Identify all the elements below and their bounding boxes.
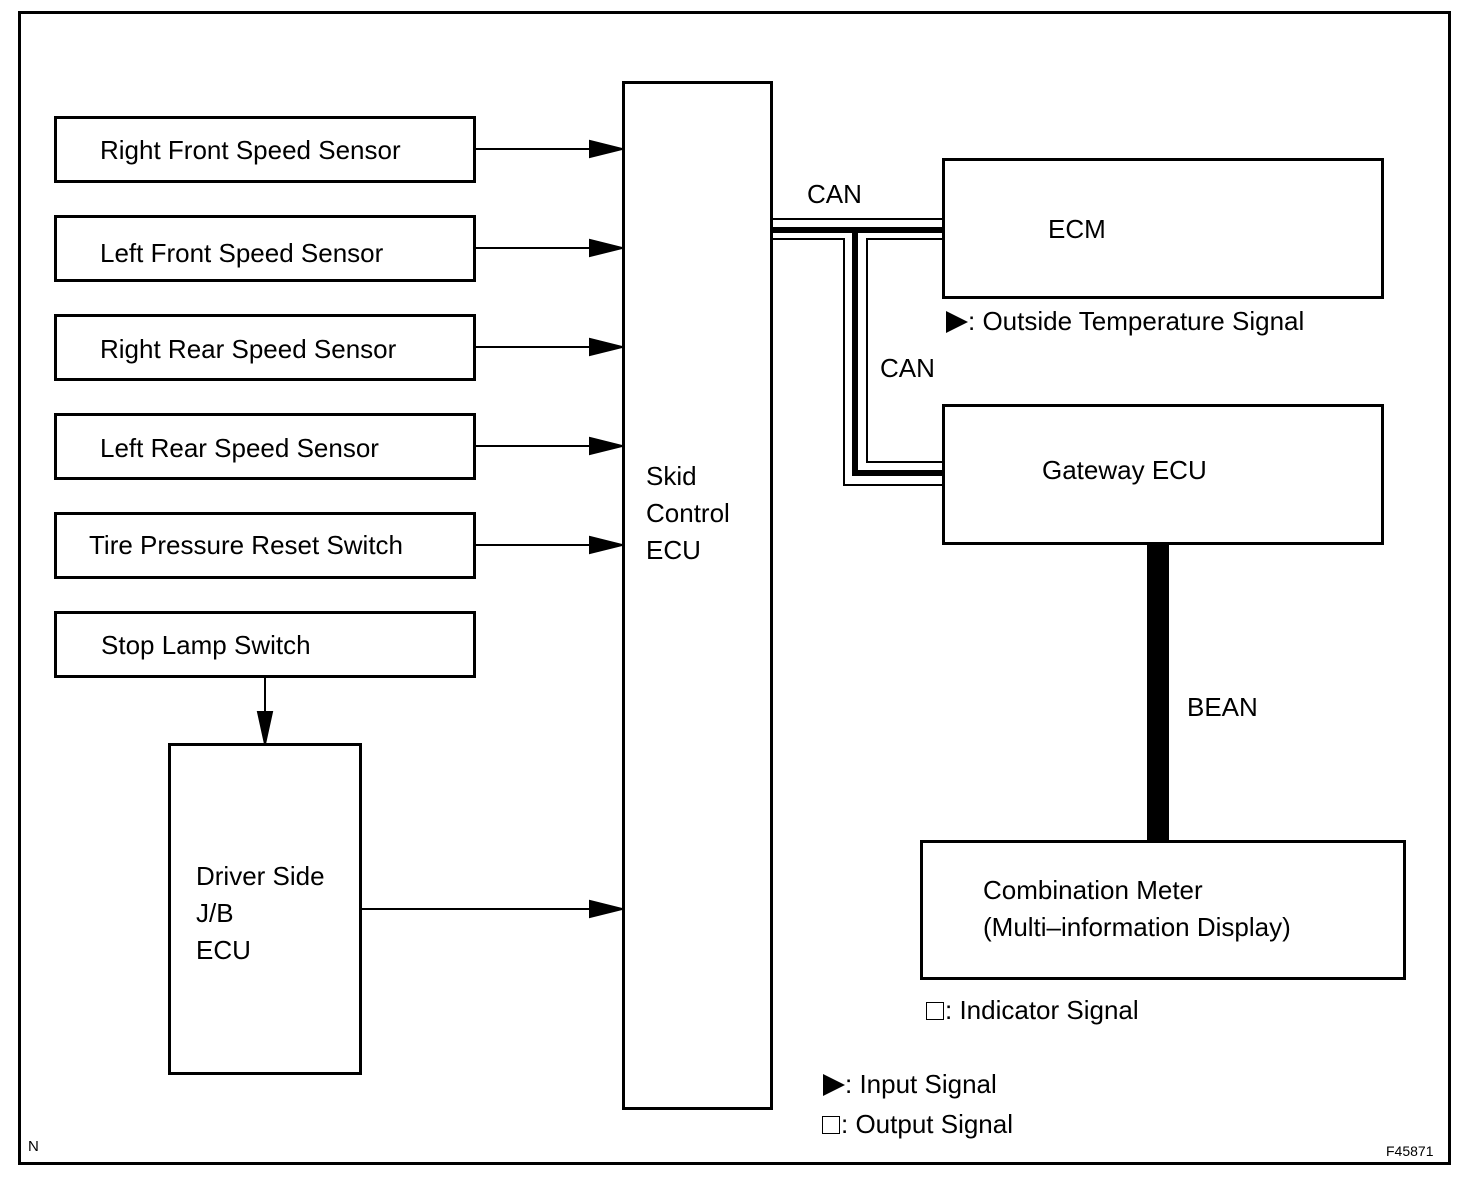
jb-ecu-line-1: Driver Side bbox=[196, 861, 325, 891]
combination-meter-box: Combination Meter (Multi–information Dis… bbox=[920, 840, 1406, 980]
tire-pressure-reset-switch-label: Tire Pressure Reset Switch bbox=[89, 530, 404, 560]
corner-mark: N bbox=[28, 1138, 39, 1155]
right-front-speed-sensor-box: Right Front Speed Sensor bbox=[54, 116, 476, 183]
combination-meter-line-1: Combination Meter bbox=[983, 875, 1203, 905]
stop-lamp-switch-box: Stop Lamp Switch bbox=[54, 611, 476, 678]
skid-ecu-line-2: Control bbox=[646, 498, 730, 528]
arrowhead-lf bbox=[589, 238, 623, 258]
outer-frame bbox=[18, 11, 1451, 1165]
gateway-ecu-box: Gateway ECU bbox=[942, 404, 1384, 545]
jb-ecu-line-3: ECU bbox=[196, 935, 251, 965]
combination-meter-line-2: (Multi–information Display) bbox=[983, 912, 1291, 942]
ecm-output-signal-note: : Outside Temperature Signal bbox=[946, 303, 1304, 340]
ecm-box: ECM bbox=[942, 158, 1384, 299]
bean-bus bbox=[1147, 543, 1169, 841]
input-signal-triangle-icon bbox=[823, 1074, 845, 1096]
arrowhead-jb bbox=[589, 899, 623, 919]
skid-ecu-line-3: ECU bbox=[646, 535, 701, 565]
skid-ecu-line-1: Skid bbox=[646, 461, 697, 491]
indicator-signal-note: : Indicator Signal bbox=[926, 992, 1139, 1029]
input-arrows bbox=[256, 139, 623, 919]
bean-bus-label: BEAN bbox=[1187, 692, 1258, 722]
left-front-speed-sensor-label: Left Front Speed Sensor bbox=[100, 238, 384, 268]
output-signal-square-icon bbox=[926, 1002, 944, 1020]
tire-pressure-reset-switch-box: Tire Pressure Reset Switch bbox=[54, 512, 476, 579]
right-front-speed-sensor-label: Right Front Speed Sensor bbox=[100, 135, 401, 165]
driver-side-jb-ecu-box: Driver Side J/B ECU bbox=[168, 743, 362, 1075]
jb-ecu-line-2: J/B bbox=[196, 898, 234, 928]
legend-output-signal: : Output Signal bbox=[822, 1106, 1013, 1143]
legend-input-text: : Input Signal bbox=[845, 1069, 997, 1099]
can-bus-label-top: CAN bbox=[807, 179, 862, 209]
outside-temperature-signal-text: : Outside Temperature Signal bbox=[968, 306, 1305, 336]
left-rear-speed-sensor-box: Left Rear Speed Sensor bbox=[54, 413, 476, 480]
ecm-label: ECM bbox=[1048, 214, 1106, 244]
arrowhead-rf bbox=[589, 139, 623, 159]
left-front-speed-sensor-box: Left Front Speed Sensor bbox=[54, 215, 476, 282]
right-rear-speed-sensor-label: Right Rear Speed Sensor bbox=[100, 334, 397, 364]
can-bus-label-middle: CAN bbox=[880, 353, 935, 383]
legend-output-text: : Output Signal bbox=[841, 1109, 1013, 1139]
arrowhead-tp bbox=[589, 535, 623, 555]
figure-id: F45871 bbox=[1386, 1143, 1434, 1159]
arrowhead-lr bbox=[589, 436, 623, 456]
can-bus bbox=[772, 218, 943, 486]
gateway-ecu-label: Gateway ECU bbox=[1042, 455, 1207, 485]
left-rear-speed-sensor-label: Left Rear Speed Sensor bbox=[100, 433, 379, 463]
right-rear-speed-sensor-box: Right Rear Speed Sensor bbox=[54, 314, 476, 381]
indicator-signal-text: : Indicator Signal bbox=[945, 995, 1139, 1025]
input-signal-triangle-icon bbox=[946, 311, 968, 333]
legend-input-signal: : Input Signal bbox=[823, 1066, 997, 1103]
stop-lamp-switch-label: Stop Lamp Switch bbox=[101, 630, 311, 660]
output-signal-square-icon bbox=[822, 1116, 840, 1134]
arrowhead-sl bbox=[256, 711, 274, 745]
arrowhead-rr bbox=[589, 337, 623, 357]
skid-control-ecu-box: Skid Control ECU bbox=[622, 81, 773, 1110]
